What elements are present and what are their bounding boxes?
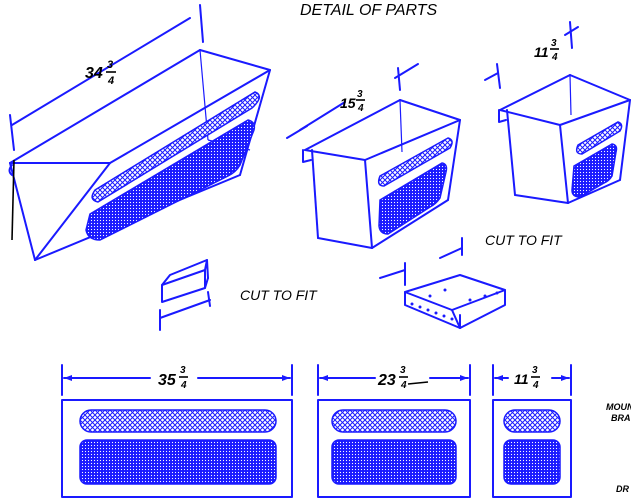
medium-bin-dim-num: 3 [357, 89, 363, 100]
medium-bin-dim-den: 4 [357, 103, 364, 114]
front-view-medium-top-vent [331, 409, 457, 433]
strip-part: CUT TO FIT [159, 259, 318, 331]
small-bin-dimension: 11 [534, 44, 549, 60]
front-view-small: 11 3 4 [492, 364, 572, 498]
front-view-medium-mesh-panel [331, 439, 457, 485]
front-view-medium-dim-den: 4 [400, 380, 407, 391]
large-bin-top-vent [91, 91, 261, 203]
mounting-note-line1: MOUN [606, 402, 631, 412]
medium-bin-top-vent [377, 137, 453, 187]
small-bin-dim-den: 4 [551, 52, 558, 63]
front-view-small-dimension: 11 [514, 371, 529, 387]
bracket-part: CUT TO FIT [379, 232, 563, 329]
front-view-small-top-vent [503, 409, 561, 433]
medium-bin-isometric: 15 3 4 [286, 63, 461, 249]
small-bin-mesh-panel [571, 143, 618, 198]
large-bin-dimension: 34 [85, 65, 103, 82]
bracket-part-label: CUT TO FIT [485, 232, 563, 248]
front-view-large: 35 3 4 [61, 364, 293, 498]
front-view-medium-dimension: 23 [377, 372, 396, 389]
bottom-right-note: DR [616, 484, 629, 494]
front-view-large-dim-den: 4 [180, 380, 187, 391]
large-bin-isometric: 34 3 4 [8, 4, 271, 261]
front-view-large-dim-num: 3 [180, 365, 186, 376]
front-view-medium-dim-num: 3 [400, 365, 406, 376]
large-bin-mesh-panel [85, 119, 256, 241]
mounting-note-line2: BRA [611, 413, 631, 423]
front-view-large-dimension: 35 [158, 372, 177, 389]
front-view-large-top-vent [79, 409, 277, 433]
drawing-title: DETAIL OF PARTS [300, 2, 438, 19]
front-view-small-dim-den: 4 [532, 380, 539, 391]
medium-bin-dimension: 15 [340, 95, 356, 111]
small-bin-top-vent [575, 121, 623, 155]
front-view-medium: 23 3 4 [317, 364, 471, 498]
front-view-small-dim-num: 3 [532, 365, 538, 376]
strip-part-label: CUT TO FIT [240, 287, 318, 303]
medium-bin-mesh-panel [378, 162, 448, 235]
small-bin-dim-num: 3 [551, 38, 557, 49]
large-bin-dim-num: 3 [107, 59, 113, 71]
small-bin-isometric: 11 3 4 [484, 21, 631, 204]
large-bin-dim-den: 4 [107, 75, 114, 87]
front-view-large-mesh-panel [79, 439, 277, 485]
front-view-small-mesh-panel [503, 439, 561, 485]
